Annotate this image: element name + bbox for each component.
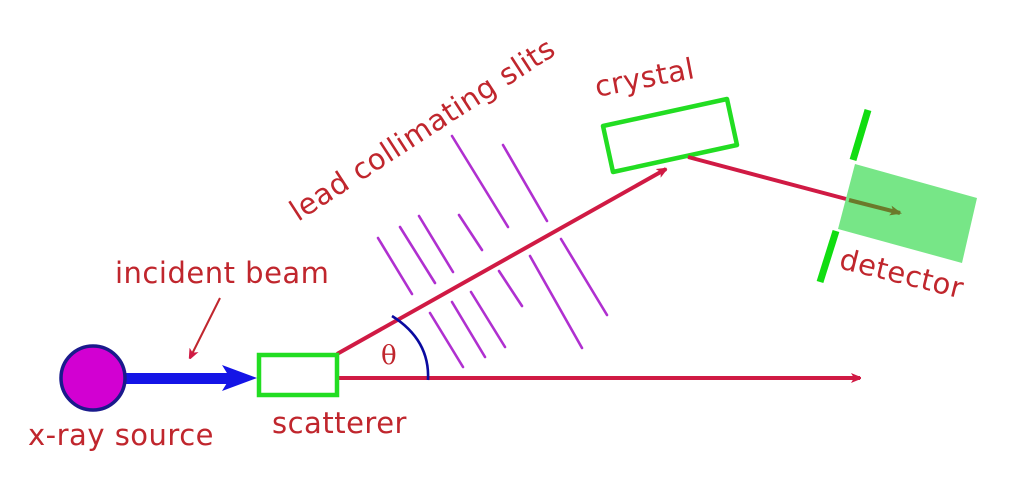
reflected-beam xyxy=(687,155,851,202)
slit-line xyxy=(559,237,609,317)
slit-line xyxy=(398,225,437,285)
scatterer-box xyxy=(256,352,340,398)
detector-box xyxy=(838,164,977,263)
slit-line xyxy=(501,143,549,223)
slit-line xyxy=(428,311,465,369)
slit-line xyxy=(417,214,455,274)
label-xray-source: x-ray source xyxy=(28,418,214,452)
xray-source-circle xyxy=(59,344,127,412)
incident-beam-arrow xyxy=(120,365,257,391)
label-lead-collimating-slits: lead collimating slits xyxy=(283,31,561,228)
slit-line xyxy=(450,300,487,359)
slit-line xyxy=(376,236,414,296)
detector-arrow xyxy=(848,198,902,216)
slit-line xyxy=(528,254,584,350)
label-incident-beam: incident beam xyxy=(115,256,329,290)
theta-label: θ xyxy=(381,341,397,371)
slit-line xyxy=(469,290,507,349)
slit-line xyxy=(450,134,510,229)
incident-beam-pointer xyxy=(190,297,221,358)
detector-slit-bottom xyxy=(816,229,840,284)
slit-line xyxy=(497,269,524,308)
slit-line xyxy=(457,213,484,252)
label-scatterer: scatterer xyxy=(272,406,407,440)
collimating-slits xyxy=(376,134,609,369)
crystal-box xyxy=(600,96,740,175)
detector-slit-top xyxy=(849,108,872,162)
scattered-beam-arrow xyxy=(336,167,666,356)
angle-arc xyxy=(391,314,430,381)
label-crystal: crystal xyxy=(592,51,697,104)
